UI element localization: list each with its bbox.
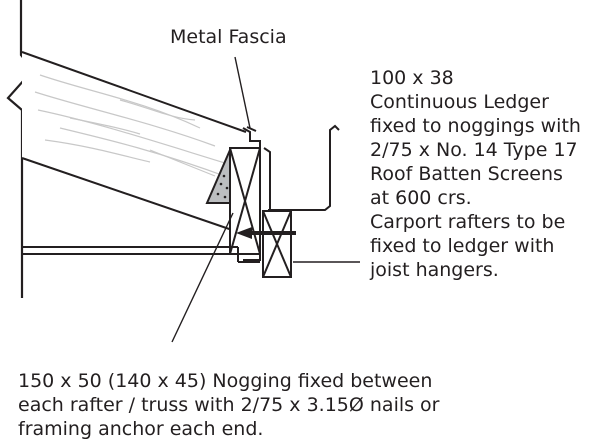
metal-fascia (242, 126, 261, 261)
ledger-line-1: 100 x 38 (370, 67, 454, 89)
ledger-line-3: fixed to noggings with (370, 115, 581, 137)
ledger-line-5: Roof Batten Screens (370, 163, 563, 185)
ledger-line-7: Carport rafters to be (370, 211, 566, 233)
ledger-line-8: fixed to ledger with (370, 235, 555, 257)
ledger-note: 100 x 38 Continuous Ledger fixed to nogg… (370, 66, 581, 282)
ledger-line-6: at 600 crs. (370, 187, 472, 209)
fascia-text: Metal Fascia (170, 26, 287, 48)
fascia-leader (234, 56, 251, 129)
ceiling-lining (22, 246, 260, 263)
ledger-line-2: Continuous Ledger (370, 91, 549, 113)
leader-lines (171, 56, 360, 343)
nogging-leader (171, 212, 234, 343)
nogging-line-3: framing anchor each end. (18, 418, 264, 440)
metal-fascia-label: Metal Fascia (170, 25, 287, 49)
ledger-line-9: joist hangers. (370, 259, 499, 281)
nogging-block (229, 147, 261, 255)
rafter (21, 51, 247, 233)
ledger-block (262, 210, 292, 278)
nogging-line-1: 150 x 50 (140 x 45) Nogging fixed betwee… (18, 370, 433, 392)
nogging-line-2: each rafter / truss with 2/75 x 3.15Ø na… (18, 394, 440, 416)
screw-fixing (236, 227, 296, 239)
nogging-note: 150 x 50 (140 x 45) Nogging fixed betwee… (18, 369, 440, 441)
ledger-line-4: 2/75 x No. 14 Type 17 (370, 139, 578, 161)
carport-profile (263, 124, 340, 211)
